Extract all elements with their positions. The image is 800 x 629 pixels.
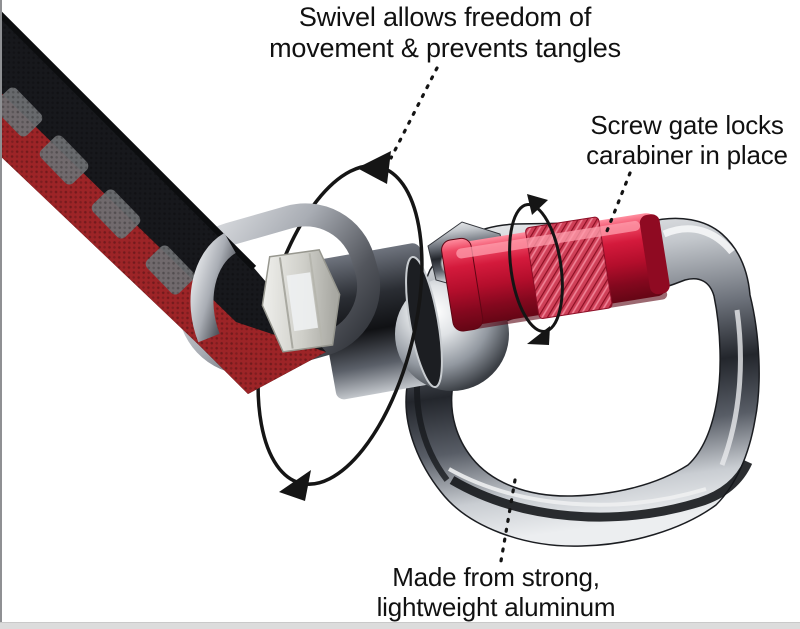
screw-gate-callout-line2: carabiner in place	[586, 140, 788, 170]
webbing-strap	[0, 9, 326, 394]
carabiner-groove-dark	[449, 460, 753, 522]
strap-weave-texture	[0, 14, 326, 394]
material-callout-line2: lightweight aluminum	[376, 592, 616, 622]
gate-right-cap	[639, 214, 670, 295]
carabiner-rail-highlight	[719, 309, 743, 466]
carabiner-groove-light	[448, 467, 707, 507]
hex-nut	[261, 249, 341, 353]
screw-gate	[441, 213, 670, 332]
swivel-eye-endcap	[190, 233, 237, 343]
material-callout-line1: Made from strong,	[392, 562, 600, 592]
swivel-callout: Swivel allows freedom of movement & prev…	[198, 2, 692, 64]
leader-line-swivel	[389, 66, 439, 160]
carabiner-nose-highlight	[662, 225, 735, 255]
swivel-callout-line2: movement & prevents tangles	[269, 33, 621, 63]
swivel-callout-line1: Swivel allows freedom of	[298, 2, 592, 32]
frame-left-edge	[0, 0, 2, 629]
swivel-arrowhead-top	[357, 151, 391, 184]
swivel-collar	[405, 255, 443, 389]
strap-top-edge	[0, 9, 257, 271]
leader-line-gate	[605, 171, 632, 233]
gate-left-collar	[441, 237, 484, 332]
leader-line-material	[499, 478, 517, 563]
gate-arrowhead-top	[527, 194, 548, 215]
swivel-arrowhead-bottom	[279, 470, 311, 501]
gate-arrowhead-bottom	[527, 326, 550, 345]
screw-gate-callout-line1: Screw gate locks	[590, 110, 784, 140]
material-callout: Made from strong, lightweight aluminum	[350, 562, 642, 622]
gate-top-highlight	[456, 220, 641, 259]
screw-gate-callout: Screw gate locks carabiner in place	[570, 110, 800, 170]
frame-bottom-bar	[0, 622, 800, 629]
